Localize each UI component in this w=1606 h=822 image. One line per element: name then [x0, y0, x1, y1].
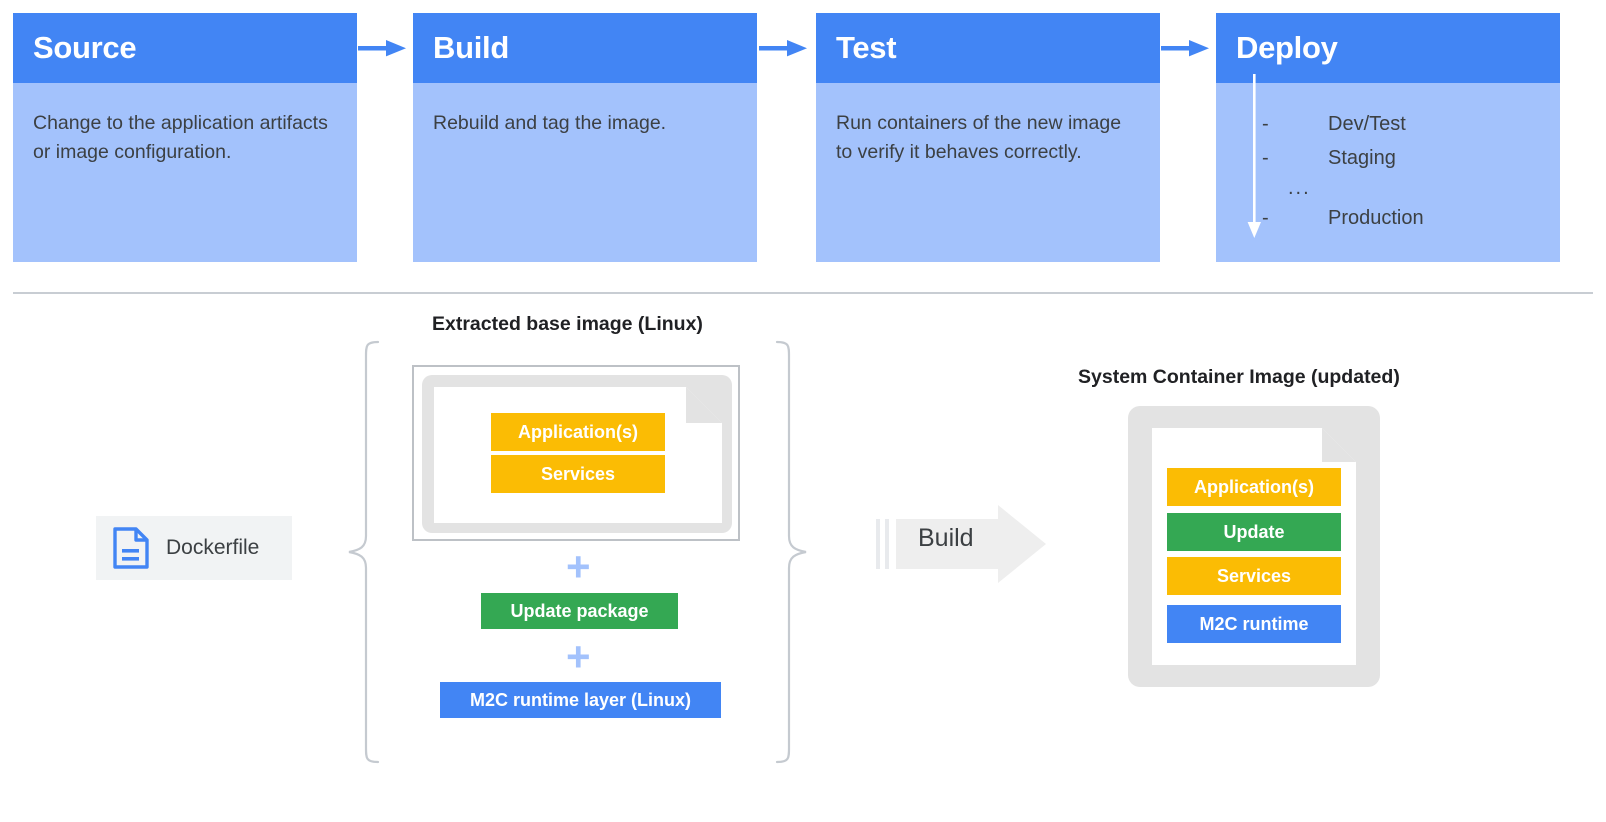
- stage-title: Test: [816, 13, 1160, 83]
- stage-title: Source: [13, 13, 357, 83]
- layer-label: M2C runtime: [1199, 613, 1309, 634]
- arrow-right-icon: [759, 40, 807, 57]
- base-layer-services: Services: [491, 455, 665, 493]
- list-bullet: -: [1262, 147, 1269, 169]
- layer-label: Services: [1216, 565, 1292, 586]
- list-item-label: Dev/Test: [1328, 113, 1406, 135]
- pipeline-stage-build: Build Rebuild and tag the image.: [413, 13, 757, 262]
- result-layer-applications: Application(s): [1167, 468, 1341, 506]
- m2c-runtime-layer-block: M2C runtime layer (Linux): [440, 682, 721, 718]
- dockerfile-label: Dockerfile: [166, 536, 260, 559]
- list-item: - Staging: [1262, 141, 1424, 175]
- arrow-right-icon: [1161, 40, 1209, 57]
- result-layer-m2c-runtime: M2C runtime: [1167, 605, 1341, 643]
- stage-description: Rebuild and tag the image.: [413, 83, 757, 262]
- result-layer-update: Update: [1167, 513, 1341, 551]
- deploy-progression-arrow-icon: [1247, 74, 1261, 238]
- deploy-environment-list: - Dev/Test - Staging ... - Production: [1262, 107, 1424, 235]
- extracted-base-image-frame: Application(s) Services: [412, 365, 740, 541]
- list-item: - Dev/Test: [1262, 107, 1424, 141]
- result-layer-services: Services: [1167, 557, 1341, 595]
- connector-arrow-test-deploy: [1161, 38, 1213, 58]
- right-caption: System Container Image (updated): [1078, 366, 1400, 388]
- connector-arrow-build-test: [759, 38, 811, 58]
- layer-label: Application(s): [1194, 476, 1314, 497]
- list-bullet: -: [1262, 113, 1269, 135]
- list-ellipsis: ...: [1288, 177, 1311, 199]
- left-caption: Extracted base image (Linux): [432, 313, 703, 335]
- list-item: - Production: [1262, 201, 1424, 235]
- list-item-label: Staging: [1328, 147, 1396, 169]
- stage-title: Deploy: [1216, 13, 1560, 83]
- block-arrow-right-icon: [876, 505, 1046, 583]
- file-document-icon: [113, 527, 149, 569]
- stage-description: Change to the application artifacts or i…: [13, 83, 357, 262]
- list-bullet: -: [1262, 207, 1269, 229]
- layer-label: Update package: [510, 600, 649, 621]
- dockerfile-chip[interactable]: Dockerfile: [96, 516, 292, 580]
- section-divider: [13, 292, 1593, 294]
- pipeline-stage-source: Source Change to the application artifac…: [13, 13, 357, 262]
- plus-symbol-1: +: [566, 543, 591, 590]
- layer-label: Application(s): [518, 421, 638, 442]
- base-layer-applications: Application(s): [491, 413, 665, 451]
- build-arrow-label: Build: [918, 524, 974, 552]
- layer-label: Update: [1223, 521, 1285, 542]
- stage-description: Run containers of the new image to verif…: [816, 83, 1160, 262]
- pipeline-stage-deploy: Deploy - Dev/Test - Staging ... - Produc…: [1216, 13, 1560, 262]
- pipeline-stage-test: Test Run containers of the new image to …: [816, 13, 1160, 262]
- left-curly-brace-icon: [348, 340, 380, 764]
- stage-description: - Dev/Test - Staging ... - Production: [1216, 74, 1560, 262]
- list-item-label: Production: [1328, 207, 1424, 229]
- connector-arrow-source-build: [358, 38, 410, 58]
- stage-title: Build: [413, 13, 757, 83]
- arrow-right-icon: [358, 40, 406, 57]
- right-curly-brace-icon: [775, 340, 807, 764]
- layer-label: Services: [540, 463, 616, 484]
- plus-symbol-2: +: [566, 633, 591, 680]
- update-package-block: Update package: [481, 593, 678, 629]
- layer-label: M2C runtime layer (Linux): [469, 689, 692, 710]
